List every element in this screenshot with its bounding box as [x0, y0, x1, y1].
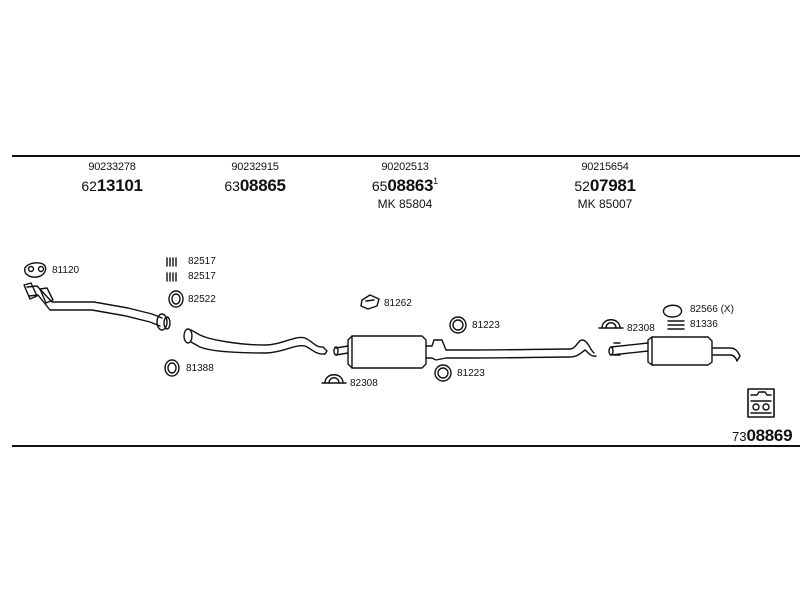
- bolt-icon: [166, 257, 177, 282]
- front-pipe: [23, 282, 171, 331]
- catalog-number: 7308869: [732, 426, 793, 445]
- label-81262: 81262: [384, 298, 412, 309]
- label-81388: 81388: [186, 363, 214, 374]
- middle-pipe: [183, 328, 328, 355]
- label-82517: 82517: [188, 271, 216, 282]
- oe-number: 90233278: [88, 161, 136, 173]
- label-82308: 82308: [627, 323, 655, 334]
- mounting-kit-number: MK 85804: [377, 197, 433, 211]
- part-number: 5207981: [574, 176, 636, 195]
- part-number: 6213101: [81, 176, 143, 195]
- bottom-divider: [12, 445, 800, 447]
- hanger-icon: [360, 294, 380, 310]
- mounting-kit-number: MK 85007: [577, 197, 633, 211]
- label-82566: 82566 (X): [690, 304, 734, 315]
- top-divider: [12, 155, 800, 157]
- oe-number: 90232915: [231, 161, 279, 173]
- rear-silencer: [608, 336, 741, 366]
- ring-icon: [168, 290, 184, 308]
- bolt-icon: [667, 320, 685, 330]
- part-number: 65088631: [371, 176, 439, 195]
- part-number: 6308865: [224, 176, 286, 195]
- label-82308: 82308: [350, 378, 378, 389]
- label-81223: 81223: [472, 320, 500, 331]
- label-81336: 81336: [690, 319, 718, 330]
- gasket-icon: [662, 304, 683, 318]
- oe-number: 90215654: [581, 161, 629, 173]
- clamp-icon: [598, 319, 624, 329]
- header-middle-silencer: 90202513 65088631 MK 85804: [350, 161, 460, 211]
- label-81120: 81120: [52, 265, 80, 276]
- header-middle-pipe: 90232915 6308865: [205, 162, 305, 195]
- label-82522: 82522: [188, 294, 216, 305]
- ring-icon: [164, 359, 180, 377]
- label-82517: 82517: [188, 256, 216, 267]
- clamp-icon: [321, 374, 347, 384]
- middle-silencer: [333, 335, 597, 369]
- ring-icon: [434, 364, 452, 382]
- ring-icon: [449, 316, 467, 334]
- gasket-icon: [23, 262, 47, 278]
- oe-number: 90202513: [381, 161, 429, 173]
- label-81223: 81223: [457, 368, 485, 379]
- catalog-reference-icon: [747, 388, 775, 418]
- header-rear-silencer: 90215654 5207981 MK 85007: [550, 161, 660, 211]
- header-front-pipe: 90233278 6213101: [62, 162, 162, 195]
